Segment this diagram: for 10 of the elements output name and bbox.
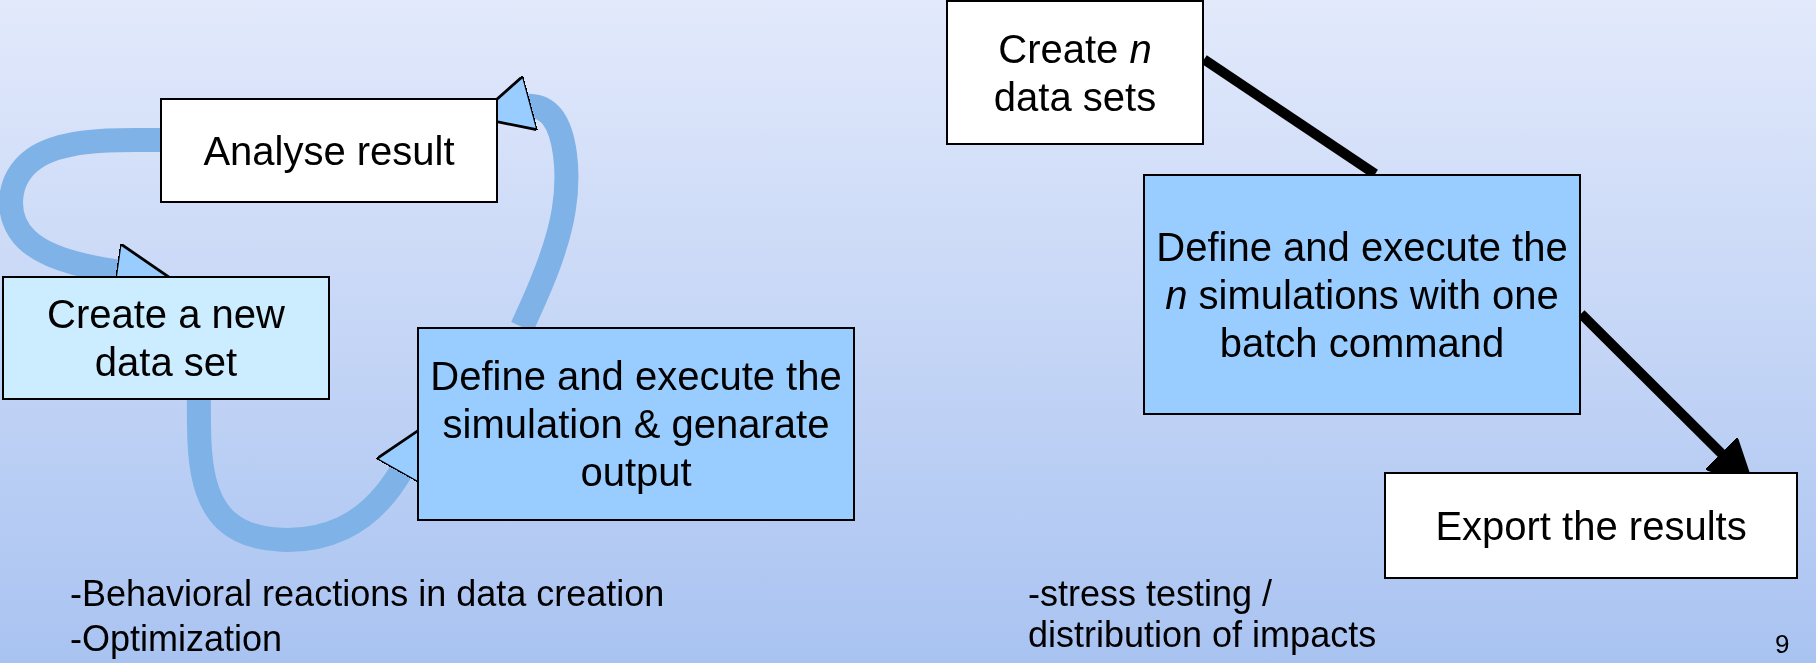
box-text: Create n data sets <box>992 25 1158 121</box>
page-number: 9 <box>1775 630 1790 660</box>
note-text: -Behavioral reactions in data creation <box>70 573 665 615</box>
box-text: Export the results <box>1435 502 1747 550</box>
box-text: Define and execute the n simulations with one batch command <box>1155 223 1569 367</box>
note-text: -Optimization <box>70 618 283 660</box>
box-text: Analyse result <box>203 127 455 175</box>
box-text: Define and execute the simulation & genarate output <box>429 353 843 496</box>
note-text: -stress testing / distribution of impacts <box>1028 573 1378 656</box>
box-text: Create a new data set <box>46 291 286 386</box>
